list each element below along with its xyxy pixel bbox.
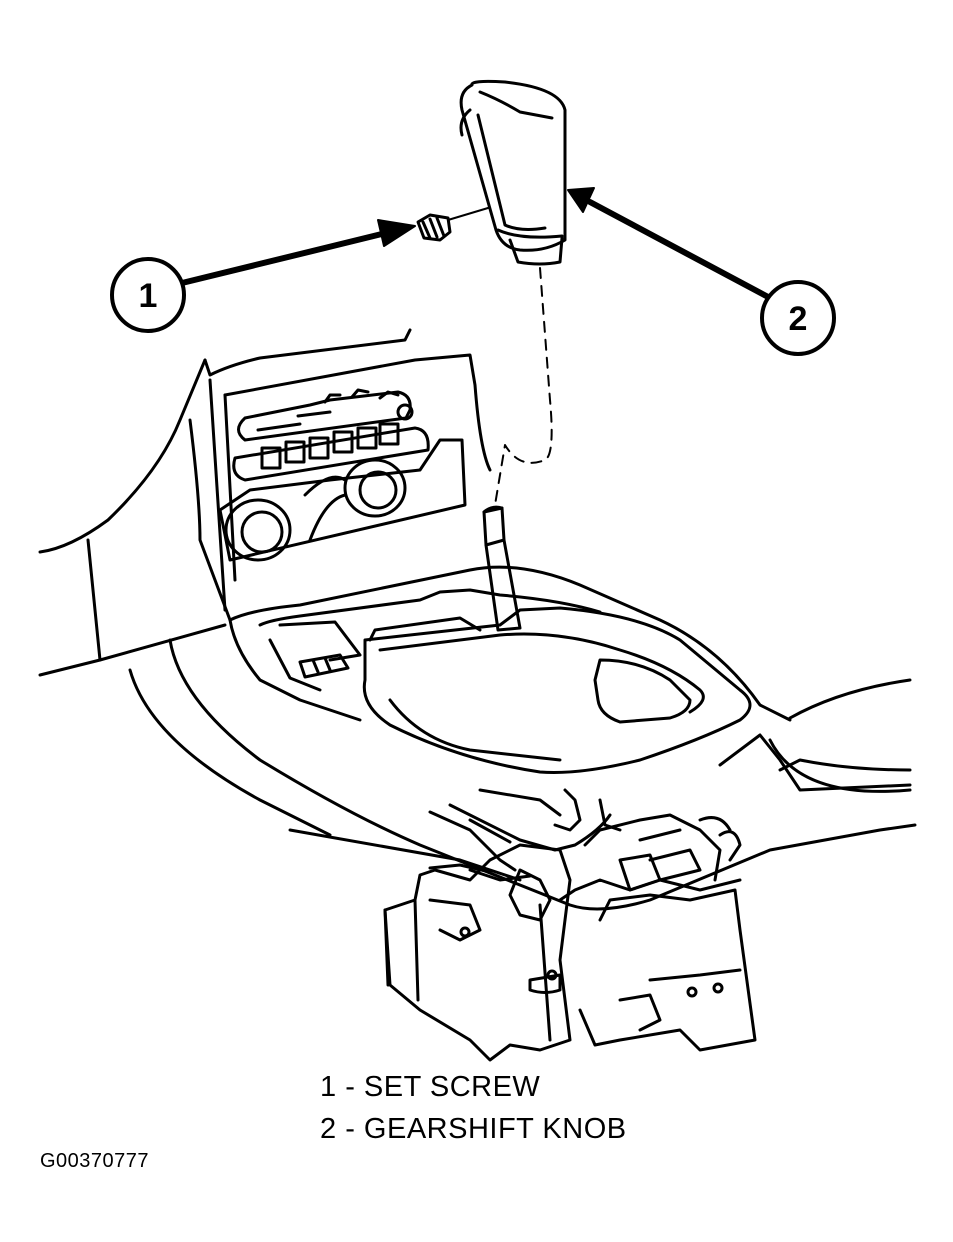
center-console [128, 565, 917, 911]
gearshift-knob-illustration [459, 79, 567, 266]
legend-number: 2 [320, 1113, 337, 1145]
legend-item-gearshift-knob: 2 - GEARSHIFT KNOB [320, 1108, 627, 1150]
shift-lever-shaft [482, 505, 522, 632]
callout-1-leader [179, 219, 416, 286]
callout-1-circle [110, 257, 186, 333]
legend-separator: - [336, 1071, 364, 1103]
floor-trim-right [718, 678, 912, 793]
callout-2-leader [567, 187, 773, 301]
legend-item-set-screw: 1 - SET SCREW [320, 1066, 627, 1108]
callout-2-number: 2 [789, 300, 808, 338]
callout-2-circle [760, 280, 836, 356]
callout-1-number: 1 [139, 277, 158, 315]
legend-label: GEARSHIFT KNOB [363, 1113, 627, 1145]
legend-number: 1 [320, 1071, 337, 1103]
dashboard-center-stack [38, 328, 492, 677]
shifter-mechanism [383, 788, 757, 1062]
legend-separator: - [336, 1113, 364, 1145]
figure-id: G00370777 [40, 1150, 150, 1172]
legend-label: SET SCREW [363, 1071, 541, 1103]
legend: 1 - SET SCREW 2 - GEARSHIFT KNOB [320, 1066, 627, 1150]
set-screw-illustration [416, 213, 452, 242]
